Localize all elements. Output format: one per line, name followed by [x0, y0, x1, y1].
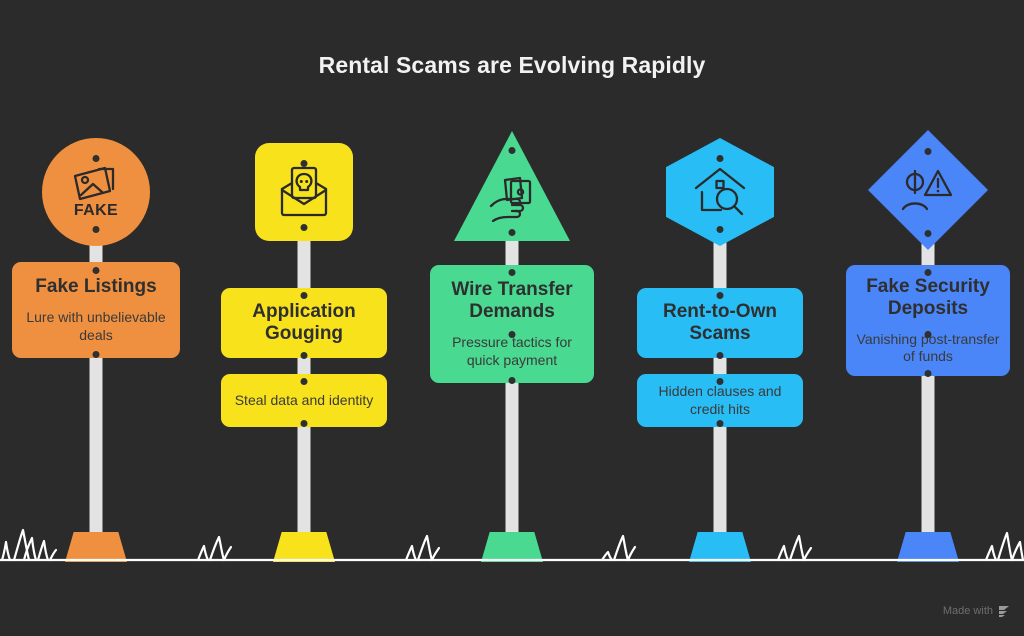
hand-holding-cash-icon: [489, 176, 532, 222]
signpost-fake-listings: FAKE Fake Listings Lure with unbelievabl…: [0, 0, 196, 636]
sign-bolt: [300, 224, 308, 231]
signpost-application-gouging: Application Gouging Steal data and ident…: [204, 0, 404, 636]
sign-bolt: [92, 226, 100, 233]
plate-subtitle: Hidden clauses and credit hits: [658, 383, 782, 417]
sign-bolt: [92, 351, 100, 358]
sign-base: [65, 532, 127, 562]
sign-bolt: [716, 155, 724, 162]
sign-bolt: [300, 420, 308, 427]
sign-bolt: [924, 230, 932, 237]
sign-bolt: [508, 331, 516, 338]
plate-subtitle: Steal data and identity: [234, 391, 374, 408]
plate-title: Wire Transfer Demands: [451, 279, 573, 323]
fake-photo-icon: FAKE: [73, 166, 118, 219]
plate-title: Fake Listings: [35, 276, 157, 298]
sign-bolt: [924, 148, 932, 155]
sign-bolt: [508, 147, 516, 154]
plate-title: Fake Security Deposits: [866, 275, 990, 319]
sign-plate[interactable]: Fake Listings Lure with unbelievable dea…: [12, 262, 180, 358]
signpost-fake-security-deposits: Fake Security Deposits Vanishing post-tr…: [828, 0, 1024, 636]
sign-plate[interactable]: Wire Transfer Demands Pressure tactics f…: [430, 265, 594, 383]
page-title: Rental Scams are Evolving Rapidly: [318, 52, 706, 78]
watermark: Made with: [943, 604, 1012, 618]
plate-subtitle: Vanishing post-transfer of funds: [856, 330, 1000, 365]
sign-base: [689, 532, 751, 562]
sign-bolt: [300, 352, 308, 359]
sign-bolt: [300, 292, 308, 299]
sign-bolt: [92, 155, 100, 162]
signpost-rent-to-own-scams: Rent-to-Own Scams Hidden clauses and cre…: [620, 0, 820, 636]
svg-text:FAKE: FAKE: [74, 202, 118, 219]
sign-base: [273, 532, 335, 562]
plate-subtitle: Lure with unbelievable deals: [26, 309, 166, 343]
sign-bolt: [716, 226, 724, 233]
sign-bolt: [508, 377, 516, 384]
plate-subtitle: Pressure tactics for quick payment: [452, 334, 572, 368]
sign-plate[interactable]: Rent-to-Own Scams: [637, 288, 803, 358]
sign-bolt: [508, 269, 516, 276]
sign-base: [897, 532, 959, 562]
sign-bolt: [716, 420, 724, 427]
sign-plate[interactable]: Fake Security Deposits Vanishing post-tr…: [846, 265, 1010, 376]
sign-bolt: [300, 160, 308, 167]
house-magnifier-icon: [694, 167, 746, 216]
sign-bolt: [924, 269, 932, 276]
sign-plate[interactable]: Application Gouging: [221, 288, 387, 358]
person-warning-icon: [901, 169, 953, 211]
sign-bolt: [924, 331, 932, 338]
plate-title: Application Gouging: [252, 300, 356, 344]
sign-head-rounded-square[interactable]: [255, 143, 353, 241]
signpost-wire-transfer-demands: Wire Transfer Demands Pressure tactics f…: [412, 0, 612, 636]
sign-bolt: [300, 378, 308, 385]
stacked-layers-icon: [999, 606, 1009, 617]
sign-bolt: [92, 267, 100, 274]
sign-base: [481, 532, 543, 562]
sign-bolt: [716, 378, 724, 385]
watermark-label: Made with: [942, 605, 993, 617]
sign-bolt: [924, 370, 932, 377]
phishing-envelope-icon: [280, 166, 328, 217]
plate-title: Rent-to-Own Scams: [663, 300, 777, 344]
sign-bolt: [716, 352, 724, 359]
sign-bolt: [508, 229, 516, 236]
sign-bolt: [716, 292, 724, 299]
